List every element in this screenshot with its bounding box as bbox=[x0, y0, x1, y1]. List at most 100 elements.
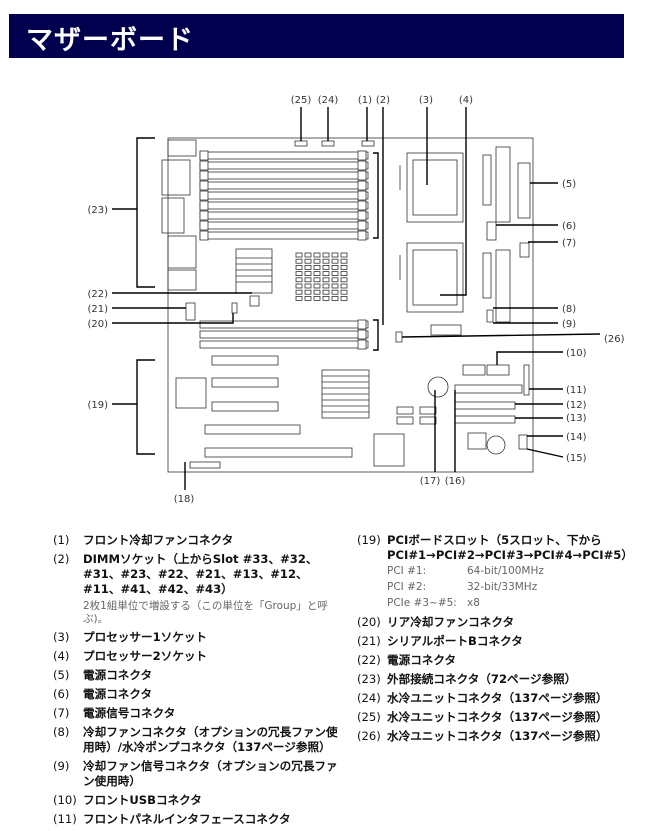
legend-number: (5) bbox=[53, 668, 70, 682]
legend-text: 冷却ファンコネクタ（オプションの冗長ファン使用時）/水冷ポンプコネクタ（137ペ… bbox=[83, 725, 338, 754]
legend-text: 水冷ユニットコネクタ（137ページ参照） bbox=[387, 691, 608, 705]
legend-number: (4) bbox=[53, 649, 70, 663]
legend-item: (20)リア冷却ファンコネクタ bbox=[357, 615, 627, 630]
pci-slot bbox=[211, 377, 279, 388]
legend-item: (3)プロセッサー1ソケット bbox=[53, 630, 338, 645]
chip-heatsink bbox=[235, 248, 273, 294]
legend-number: (10) bbox=[53, 793, 77, 807]
callout-label: (10) bbox=[566, 348, 587, 359]
legend-text: 冷却ファン信号コネクタ（オプションの冗長ファン使用時） bbox=[83, 759, 338, 788]
legend-number: (26) bbox=[357, 729, 381, 743]
spec-value: 32-bit/33MHz bbox=[467, 581, 538, 593]
board-outline bbox=[167, 137, 534, 473]
callout-label: (26) bbox=[604, 334, 625, 345]
legend-right-column: (19)PCIボードスロット（5スロット、下からPCI#1→PCI#2→PCI#… bbox=[357, 533, 633, 748]
legend-text: PCIボードスロット（5スロット、下からPCI#1→PCI#2→PCI#3→PC… bbox=[387, 533, 633, 562]
callout-label: (17) bbox=[420, 476, 441, 487]
power-connector-6 bbox=[486, 221, 497, 241]
legend-item: (5)電源コネクタ bbox=[53, 668, 338, 683]
pci-slot bbox=[204, 424, 301, 435]
sata-connectors bbox=[396, 406, 437, 425]
heatsink-grid bbox=[295, 252, 348, 301]
callout-label: (2) bbox=[376, 95, 390, 106]
legend-number: (8) bbox=[53, 725, 70, 739]
callout-label: (7) bbox=[562, 238, 576, 249]
legend-number: (6) bbox=[53, 687, 70, 701]
spec-value: 64-bit/100MHz bbox=[467, 565, 544, 577]
legend-item: (9)冷却ファン信号コネクタ（オプションの冗長ファン使用時） bbox=[53, 759, 338, 789]
legend-text: 電源コネクタ bbox=[83, 687, 153, 701]
callout-label: (18) bbox=[174, 494, 195, 505]
legend-item: (26) 水冷ユニットコネクタ（137ページ参照） bbox=[357, 729, 627, 744]
legend-item: (11) フロントパネルインタフェースコネクタ bbox=[53, 812, 338, 827]
legend-number: (1) bbox=[53, 533, 70, 547]
connector-21 bbox=[185, 302, 196, 321]
legend-text: フロント冷却ファンコネクタ bbox=[83, 533, 234, 547]
callout-label: (9) bbox=[562, 319, 576, 330]
callout-label: (3) bbox=[419, 95, 433, 106]
legend-text: 電源信号コネクタ bbox=[83, 706, 176, 720]
connector-16 bbox=[454, 384, 523, 394]
power-connector-5 bbox=[517, 162, 531, 219]
legend-item: (21) シリアルポートBコネクタ bbox=[357, 634, 627, 649]
leader-line bbox=[112, 313, 234, 324]
leader-line bbox=[401, 333, 601, 338]
page-title: マザーボード bbox=[26, 25, 194, 56]
legend-note: 2枚1組単位で増設する（この単位を「Group」と呼ぶ)。 bbox=[83, 600, 328, 625]
front-usb-connector bbox=[462, 364, 486, 376]
pci-spec-row: PCI #1: 64-bit/100MHz bbox=[387, 563, 627, 579]
pci-spec-row: PCIe #3~#5:x8 bbox=[387, 595, 627, 611]
legend-number: (2) bbox=[53, 552, 70, 566]
connector-8-9 bbox=[486, 309, 494, 323]
legend-item: (24) 水冷ユニットコネクタ（137ページ参照） bbox=[357, 691, 627, 706]
callout-label: (1) bbox=[358, 95, 372, 106]
legend-item: (23)外部接続コネクタ（72ページ参照） bbox=[357, 672, 627, 687]
legend-number: (24) bbox=[357, 691, 381, 705]
legend-text: フロントUSBコネクタ bbox=[83, 793, 202, 807]
front-panel-connector bbox=[523, 364, 530, 396]
callout-label: (15) bbox=[566, 453, 587, 464]
legend-number: (21) bbox=[357, 634, 381, 648]
leader-line bbox=[373, 107, 384, 351]
callout-label: (24) bbox=[318, 95, 339, 106]
legend-text: リア冷却ファンコネクタ bbox=[387, 615, 515, 629]
chipset-heatsink bbox=[321, 369, 370, 419]
legend-item: (2) DIMMソケット（上からSlot #33、#32、#31、#23、#22、… bbox=[53, 552, 338, 626]
legend-left-column: (1) フロント冷却ファンコネクタ (2) DIMMソケット（上からSlot #33、… bbox=[53, 533, 338, 831]
legend-text: シリアルポートBコネクタ bbox=[387, 634, 523, 648]
spec-key: PCI #1: bbox=[387, 565, 427, 577]
legend-item: (25) 水冷ユニットコネクタ（137ページ参照） bbox=[357, 710, 627, 725]
pci-slot bbox=[211, 401, 279, 412]
legend-text: DIMMソケット（上からSlot #33、#32、#31、#23、#22、#21… bbox=[83, 552, 318, 596]
legend-text: フロントパネルインタフェースコネクタ bbox=[83, 812, 291, 826]
legend-item: (19)PCIボードスロット（5スロット、下からPCI#1→PCI#2→PCI#… bbox=[357, 533, 633, 611]
legend-item: (10) フロントUSBコネクタ bbox=[53, 793, 338, 808]
motherboard-diagram: (1)(2)(3)(4)(5)(6)(7)(8)(9)(10)(11)(12)(… bbox=[87, 95, 625, 505]
connector-bar-right bbox=[495, 146, 511, 223]
legend-text: 水冷ユニットコネクタ（137ページ参照） bbox=[387, 729, 608, 743]
dimm-slot bbox=[199, 340, 369, 349]
legend-number: (11) bbox=[53, 812, 77, 826]
leader-line bbox=[526, 448, 564, 458]
legend-text: 水冷ユニットコネクタ（137ページ参照） bbox=[387, 710, 608, 724]
leader-line bbox=[112, 137, 155, 288]
connector-bar-right-2 bbox=[495, 249, 511, 323]
callout-label: (20) bbox=[87, 319, 108, 330]
leader-line bbox=[440, 107, 467, 296]
legend-item: (6) 電源コネクタ bbox=[53, 687, 338, 702]
dimm-sockets-top bbox=[199, 150, 369, 241]
callout-label: (6) bbox=[562, 221, 576, 232]
callout-label: (5) bbox=[562, 179, 576, 190]
connector-14-15 bbox=[518, 434, 528, 450]
callout-label: (4) bbox=[459, 95, 473, 106]
legend-number: (22) bbox=[357, 653, 381, 667]
cpu1-socket bbox=[399, 152, 464, 223]
dimm-slot bbox=[199, 320, 369, 329]
legend-number: (7) bbox=[53, 706, 70, 720]
callout-label: (8) bbox=[562, 304, 576, 315]
legend-number: (25) bbox=[357, 710, 381, 724]
spec-key: PCIe #3~#5: bbox=[387, 597, 457, 609]
battery bbox=[427, 376, 449, 398]
callout-label: (13) bbox=[566, 413, 587, 424]
cpu2-socket bbox=[399, 242, 464, 313]
